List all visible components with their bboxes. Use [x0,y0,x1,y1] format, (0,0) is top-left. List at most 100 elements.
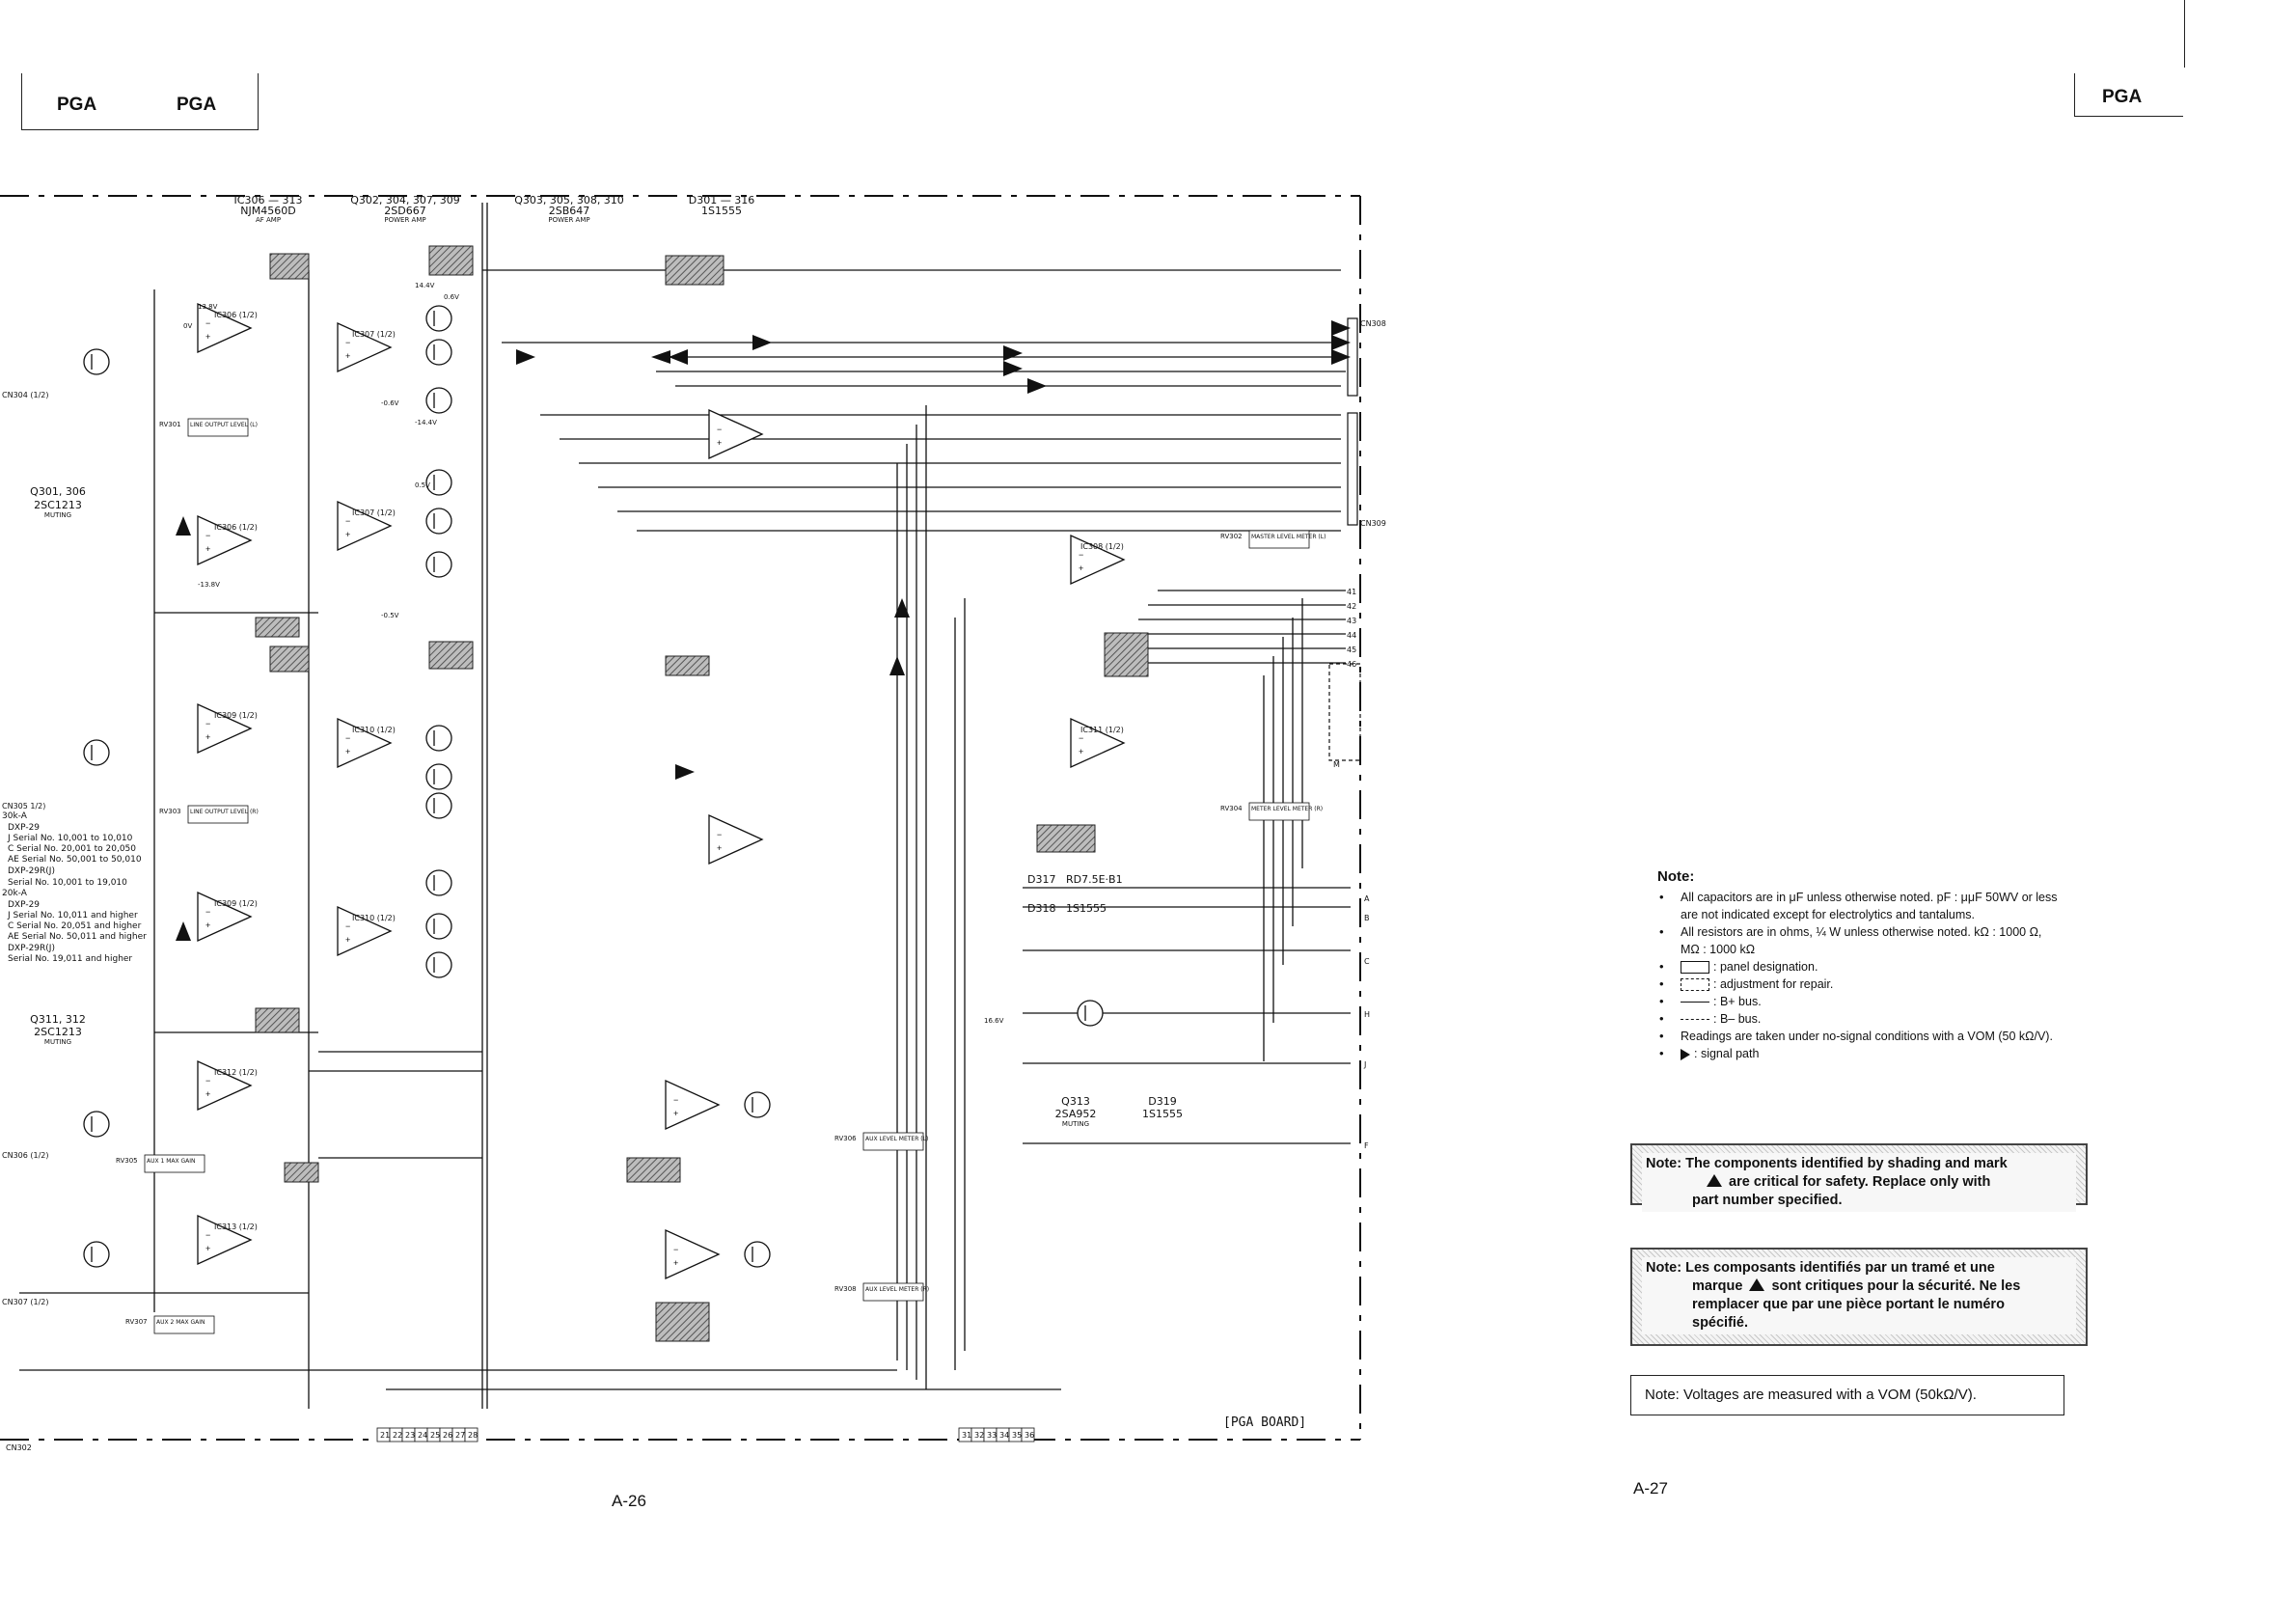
col-header-role-2: POWER AMP [548,216,589,224]
diode-labels: D317 RD7.5E·B1 D318 1S1555 [1027,873,1123,915]
bus-letter: J [1363,1060,1366,1069]
op-amp-triangle [665,1228,721,1280]
page-number-right: A-27 [1633,1479,1668,1497]
pin-box [1021,1427,1035,1442]
col-header-role-0: AF AMP [256,216,281,224]
control-box [1248,530,1310,549]
pin-box [464,1427,478,1442]
op-amp-symbols: −+−+−+−+−+−+−+−+−+−+−+−+−+−+−+−+ [197,302,1126,1280]
safety-note-english: Note: The components identified by shadi… [1630,1143,2088,1212]
tgroup-ref-0: Q301, 306 [30,485,86,498]
ic-label: IC306 (1/2) [214,523,258,532]
ic-label: IC308 (1/2) [1080,542,1124,551]
transistor-circle [425,869,452,896]
control-ref: RV307 [125,1318,148,1326]
cn309-label: CN309 [1360,519,1386,528]
transistor-circle [744,1091,771,1118]
note-resistors: All resistors are in ohms, ¼ W unless ot… [1657,923,2059,958]
pin-number: 35 [1012,1431,1022,1440]
tgroup-ref-2: Q313 [1061,1095,1090,1108]
variant-note-line: DXP-29 [8,900,40,910]
bus-lines [153,203,1303,1409]
control-label: METER LEVEL METER (R) [1251,806,1323,812]
op-amp-triangle [1070,717,1126,769]
op-amp-plus: + [205,332,210,342]
bus-letter: A [1364,894,1370,903]
transistor-symbols [83,305,1104,1268]
op-amp-triangle [708,408,764,460]
control-ref: RV302 [1220,533,1243,540]
transistor-circle [744,1241,771,1268]
pga-header-left: PGA PGA [21,73,259,130]
op-amp-minus: − [1079,733,1083,743]
signal-path-arrows [176,320,1351,941]
op-amp-minus: − [673,1245,678,1254]
op-amp-plus: + [205,1244,210,1253]
control-box [187,418,249,437]
ic-label: IC307 (1/2) [352,330,396,339]
control-label: AUX LEVEL METER (L) [865,1136,928,1142]
transistor-circle [425,763,452,790]
transistor-circle [425,792,452,819]
safety-fr-prefix: Note: [1646,1260,1682,1276]
op-amp-triangle [197,702,253,755]
op-amp-plus: + [205,920,210,930]
control-ref: RV303 [159,808,181,815]
rail-voltage: -0.5V [381,612,399,619]
variant-note-line: J Serial No. 10,001 to 10,010 [7,834,133,843]
safety-fr-line3: remplacer que par une pièce portant le n… [1692,1297,2005,1312]
note-adjustment: : adjustment for repair. [1657,975,2059,993]
transistor-circle [425,951,452,978]
control-label: AUX LEVEL METER (R) [865,1286,929,1293]
safety-fr-line1: Les composants identifiés par un tramé e… [1685,1260,1995,1276]
control-label: AUX 1 MAX GAIN [147,1158,196,1165]
op-amp-triangle [197,891,253,943]
pin-number: 27 [455,1431,465,1440]
cn308-label: CN308 [1360,319,1386,328]
op-amp-plus: + [205,544,210,554]
transistor-circle [83,739,110,766]
op-amp-triangle [708,813,764,865]
op-amp-triangle [1070,534,1126,586]
diode-d319-part: 1S1555 [1142,1108,1183,1120]
rail-voltage: -13.8V [198,581,220,589]
cn304-label: CN304 (1/2) [2,391,49,399]
tgroup-part-2: 2SA952 [1055,1108,1097,1120]
notes-title: Note: [1657,868,1695,885]
pga-label-right: PGA [2102,87,2143,107]
board-label: [PGA BOARD] [1223,1415,1306,1430]
pin-number: 26 [443,1431,452,1440]
ic-label: IC312 (1/2) [214,1068,258,1077]
op-amp-plus: + [205,732,210,742]
op-amp-minus: − [205,907,210,917]
col-header-ref-0: IC306 — 313 [234,194,303,206]
ic-label: IC310 (1/2) [352,914,396,922]
op-amp-plus: + [345,747,350,756]
pga-header-right: PGA [2074,73,2183,117]
transistor-circle [83,1241,110,1268]
op-amp-triangle [197,1214,253,1266]
note-capacitors: All capacitors are in μF unless otherwis… [1657,889,2059,923]
transistor-circle [83,348,110,375]
control-box [153,1315,215,1334]
control-ref: RV304 [1220,805,1243,812]
ic-label: IC313 (1/2) [214,1223,258,1231]
safety-en-prefix: Note: [1646,1156,1682,1171]
op-amp-minus: − [717,425,722,434]
pin-number: 34 [999,1431,1009,1440]
rail-voltage-labels: 13.8V-13.8V14.4V-14.4V16.6V0V0.6V-0.6V0.… [183,282,1004,1025]
transistor-circle [1077,1000,1104,1027]
op-amp-triangle [197,514,253,566]
col-header-role-1: POWER AMP [384,216,425,224]
op-amp-triangle [197,1059,253,1112]
control-label: AUX 2 MAX GAIN [156,1319,205,1326]
bus-letter: M [1333,760,1340,769]
control-box [144,1154,205,1173]
ic-label: IC310 (1/2) [352,726,396,734]
transistor-circle [425,339,452,366]
warning-triangle-icon-fr [1749,1278,1765,1291]
pin-number: 28 [468,1431,478,1440]
